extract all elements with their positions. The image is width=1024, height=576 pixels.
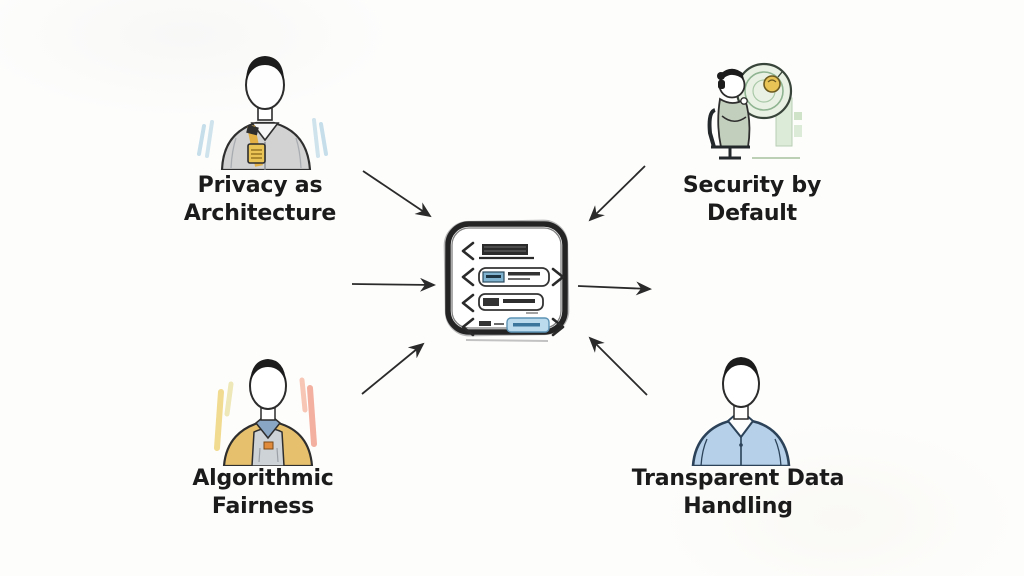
- arrow-left-into-center: [351, 277, 436, 292]
- code-text-line: [508, 272, 540, 276]
- label-line: Fairness: [211, 493, 315, 519]
- chevron-right-icon: [551, 317, 565, 337]
- developer-in-jacket-illustration: [214, 359, 317, 466]
- label-line: Algorithmic: [192, 466, 334, 491]
- code-row-1: [479, 244, 534, 260]
- code-text-line: [503, 299, 535, 303]
- analyst-body: [717, 97, 751, 148]
- code-block-dark: [482, 244, 528, 255]
- label-line: Security by: [682, 173, 822, 198]
- hair: [246, 56, 284, 82]
- collar: [250, 122, 280, 142]
- arrow-transparency-to-center: [588, 336, 648, 396]
- code-window-shadow: [465, 339, 549, 342]
- code-token-dark: [479, 321, 491, 326]
- hair: [723, 357, 759, 381]
- code-row-4: [479, 317, 550, 333]
- green-chip: [794, 112, 802, 120]
- label-line: Architecture: [183, 200, 337, 226]
- chair-base: [711, 145, 750, 160]
- headset-earcup-icon: [718, 80, 725, 89]
- hatch-strokes: [197, 118, 328, 158]
- button: [739, 443, 743, 447]
- code-row-3: [478, 293, 544, 314]
- analyst-with-radar-illustration: [707, 62, 802, 160]
- green-chip: [794, 125, 802, 137]
- code-token-dark: [483, 298, 499, 306]
- chevron-right-icon: [551, 267, 565, 287]
- chevron-left-icon: [461, 241, 475, 261]
- chevron-left-icon: [461, 293, 475, 313]
- radar-ring: [744, 71, 784, 111]
- label-transparent-data-handling: Transparent Data Handling: [628, 465, 848, 520]
- chevron-left-icon: [461, 267, 475, 287]
- person-in-polo-illustration: [691, 357, 791, 466]
- arrow-security-to-center: [588, 165, 646, 222]
- label-line: Handling: [683, 493, 793, 519]
- hand: [740, 97, 748, 105]
- label-line: Transparent Data: [631, 466, 845, 491]
- code-window-sketch-stroke: [443, 219, 570, 337]
- arrow-privacy-to-center: [362, 170, 432, 218]
- chevron-left-icon: [461, 317, 475, 337]
- label-line: Default: [707, 200, 797, 226]
- label-algorithmic-fairness: Algorithmic Fairness: [168, 465, 358, 520]
- chair-back: [707, 108, 716, 148]
- code-row-2: [478, 267, 550, 287]
- radar-blip: [763, 75, 781, 93]
- arrow-center-out-right: [577, 281, 652, 296]
- color-streaks: [214, 377, 317, 451]
- developer-with-badge-illustration: [197, 56, 328, 170]
- chest-clip: [263, 441, 274, 450]
- folded-arms: [721, 115, 747, 122]
- label-line: Privacy as: [197, 173, 323, 198]
- code-window-icon: [443, 219, 570, 342]
- label-privacy-as-architecture: Privacy as Architecture: [160, 172, 360, 227]
- arrow-fairness-to-center: [361, 342, 425, 395]
- lanyard-clip: [246, 124, 259, 136]
- label-security-by-default: Security by Default: [652, 172, 852, 227]
- headset-band-icon: [720, 68, 744, 76]
- hair: [250, 359, 286, 383]
